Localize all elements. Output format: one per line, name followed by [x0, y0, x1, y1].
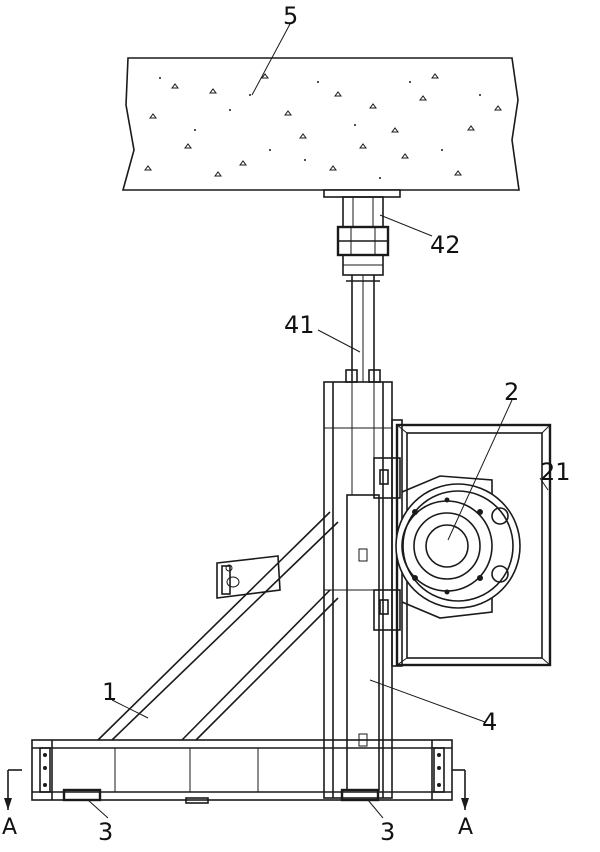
label-rod: 41 — [284, 311, 315, 339]
feet — [62, 788, 380, 804]
label-frame-box: 21 — [540, 458, 571, 486]
label-adjuster: 42 — [430, 231, 461, 259]
column — [323, 369, 393, 799]
label-bracket: 1 — [102, 678, 117, 706]
label-section-right: A — [458, 815, 473, 840]
label-foot-right: 3 — [380, 818, 395, 846]
leader-lines — [87, 23, 549, 819]
support-rod — [346, 275, 380, 382]
section-arrow-right — [452, 769, 469, 810]
label-section-left: A — [2, 815, 17, 840]
label-slab: 5 — [283, 2, 298, 30]
section-arrow-left — [4, 769, 22, 810]
label-motor: 2 — [504, 378, 519, 406]
concrete-slab — [121, 57, 520, 191]
label-foot-left: 3 — [98, 818, 113, 846]
label-column: 4 — [482, 708, 497, 736]
diagonal-brace — [97, 511, 339, 741]
motor — [395, 475, 521, 619]
base-frame — [31, 739, 453, 801]
side-bracket — [216, 555, 281, 599]
adjuster-assembly — [323, 189, 401, 276]
